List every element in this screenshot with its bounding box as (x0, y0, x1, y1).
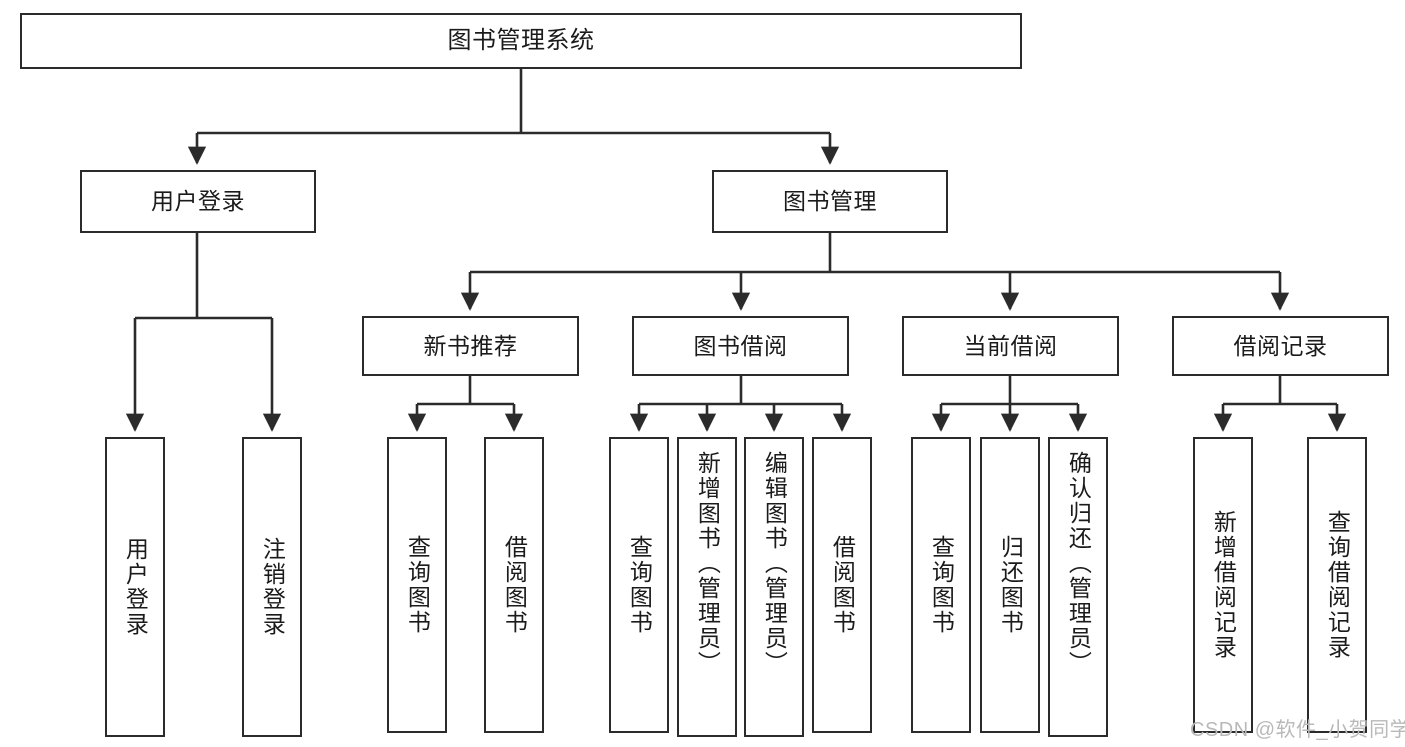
node-borrow-record[interactable]: 借阅记录 (1172, 316, 1389, 376)
node-user-login[interactable]: 用户登录 (80, 170, 316, 233)
node-book-management-label: 图书管理 (783, 188, 877, 215)
node-book-management[interactable]: 图书管理 (712, 170, 948, 233)
leaf-book-borrow-add[interactable]: 新增图书（管理员） (677, 437, 737, 737)
leaf-label: 借阅图书 (501, 535, 528, 635)
leaf-new-book-query[interactable]: 查询图书 (387, 437, 447, 733)
leaf-borrow-record-add[interactable]: 新增借阅记录 (1193, 437, 1253, 733)
leaf-label: 查询借阅记录 (1324, 510, 1351, 660)
node-current-borrow-label: 当前借阅 (963, 332, 1058, 359)
node-current-borrow[interactable]: 当前借阅 (902, 316, 1119, 376)
node-new-book-recommend-label: 新书推荐 (423, 332, 518, 359)
leaf-borrow-record-query[interactable]: 查询借阅记录 (1307, 437, 1367, 733)
leaf-user-login-login[interactable]: 用户登录 (105, 437, 165, 737)
leaf-label: 查询图书 (404, 535, 431, 635)
leaf-current-borrow-return[interactable]: 归还图书 (980, 437, 1040, 733)
leaf-label: 用户登录 (122, 537, 149, 637)
leaf-label: 查询图书 (626, 535, 653, 635)
leaf-label: 新增图书（管理员） (694, 451, 721, 676)
leaf-user-login-logout[interactable]: 注销登录 (242, 437, 302, 737)
leaf-label: 借阅图书 (829, 535, 856, 635)
leaf-label: 新增借阅记录 (1210, 510, 1237, 660)
node-book-borrow[interactable]: 图书借阅 (632, 316, 849, 376)
node-new-book-recommend[interactable]: 新书推荐 (362, 316, 579, 376)
leaf-label: 注销登录 (259, 537, 286, 637)
leaf-current-borrow-confirm[interactable]: 确认归还（管理员） (1048, 437, 1108, 737)
leaf-label: 编辑图书（管理员） (761, 451, 788, 676)
leaf-label: 归还图书 (997, 535, 1024, 635)
leaf-label: 确认归还（管理员） (1065, 451, 1092, 676)
node-root[interactable]: 图书管理系统 (20, 13, 1022, 69)
leaf-current-borrow-query[interactable]: 查询图书 (911, 437, 971, 733)
leaf-book-borrow-borrow[interactable]: 借阅图书 (812, 437, 872, 733)
node-user-login-label: 用户登录 (151, 188, 245, 215)
leaf-book-borrow-edit[interactable]: 编辑图书（管理员） (744, 437, 804, 737)
leaf-new-book-borrow[interactable]: 借阅图书 (484, 437, 544, 733)
watermark-text: CSDN @软件_小贺同学 (1190, 719, 1405, 741)
leaf-book-borrow-query[interactable]: 查询图书 (609, 437, 669, 733)
leaf-label: 查询图书 (928, 535, 955, 635)
node-borrow-record-label: 借阅记录 (1233, 332, 1328, 359)
node-root-label: 图书管理系统 (447, 27, 595, 55)
node-book-borrow-label: 图书借阅 (693, 332, 788, 359)
